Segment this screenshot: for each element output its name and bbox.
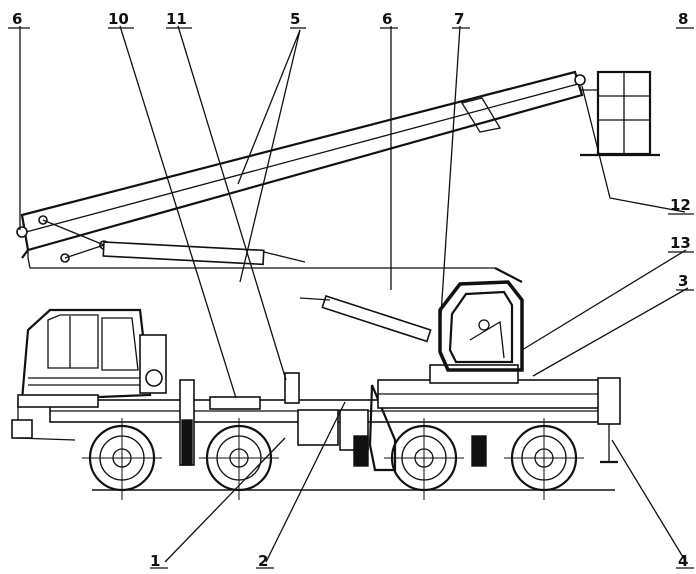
label-12: 12 xyxy=(670,196,691,214)
label-9: 6 xyxy=(12,10,22,28)
label-5: 5 xyxy=(290,10,300,28)
truck-cab xyxy=(17,308,167,408)
telescopic-boom xyxy=(16,70,584,263)
label-2: 2 xyxy=(258,552,268,570)
leader-lines xyxy=(8,25,694,569)
label-4: 4 xyxy=(678,552,688,570)
label-10: 10 xyxy=(108,10,129,28)
callout-labels: 6 10 11 5 6 7 8 12 13 3 1 2 4 xyxy=(12,10,691,570)
label-8: 8 xyxy=(678,10,688,28)
wheel-4 xyxy=(504,418,584,500)
work-basket xyxy=(574,70,660,157)
label-7: 7 xyxy=(454,10,464,28)
label-11: 11 xyxy=(166,10,187,28)
hydraulic-equipment xyxy=(179,372,397,472)
wheels xyxy=(82,418,584,500)
wheel-3 xyxy=(384,418,464,500)
lift-cylinders xyxy=(21,219,495,343)
wheel-2 xyxy=(199,418,279,500)
label-13: 13 xyxy=(670,234,691,252)
wheel-1 xyxy=(82,418,162,500)
label-1: 1 xyxy=(150,552,160,570)
label-6: 6 xyxy=(382,10,392,28)
control-cabin xyxy=(438,267,524,372)
label-3: 3 xyxy=(678,272,688,290)
